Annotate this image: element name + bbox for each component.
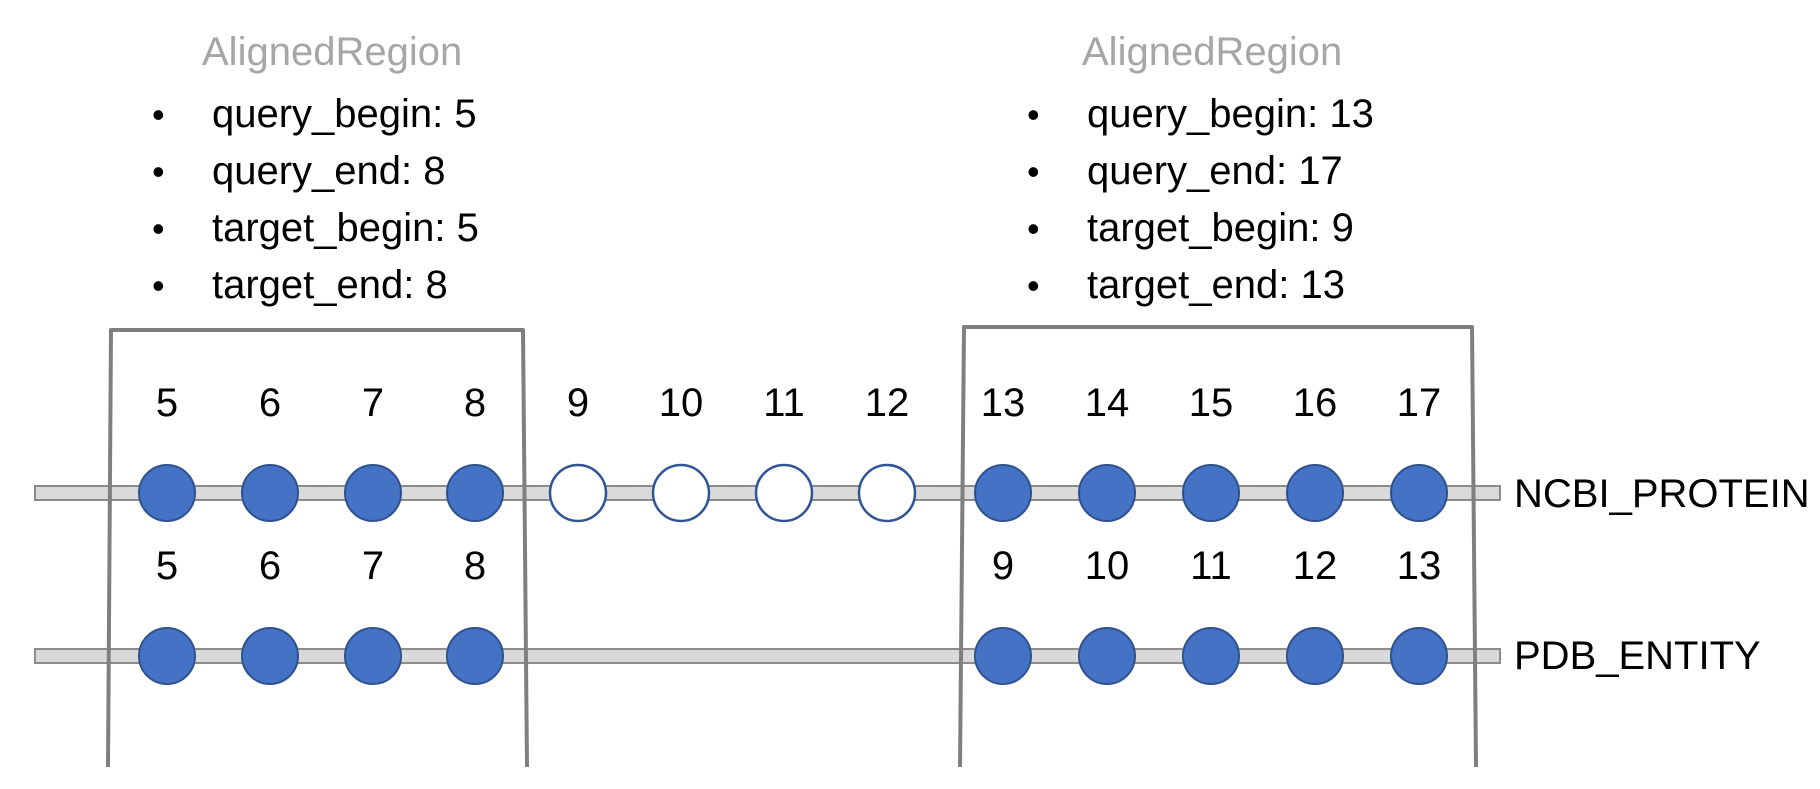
residue-ncbi-protein-8 (446, 464, 504, 522)
region-2-target-end: target_end: 13 (1027, 257, 1374, 314)
region-2-title: AlignedRegion (1082, 30, 1343, 74)
residue-pdb-entity-9 (974, 627, 1032, 685)
residue-number-ncbi-protein-17: 17 (1397, 381, 1442, 425)
residue-ncbi-protein-7 (344, 464, 402, 522)
residue-pdb-entity-13 (1390, 627, 1448, 685)
track-label-ncbi-protein: NCBI_PROTEIN (1514, 472, 1810, 516)
region-1-query-end: query_end: 8 (152, 143, 479, 200)
region-1-target-end: target_end: 8 (152, 257, 479, 314)
residue-number-pdb-entity-7: 7 (362, 544, 384, 588)
residue-number-pdb-entity-9: 9 (992, 544, 1014, 588)
residue-ncbi-protein-16 (1286, 464, 1344, 522)
residue-number-ncbi-protein-12: 12 (865, 381, 910, 425)
region-1-properties: query_begin: 5 query_end: 8 target_begin… (152, 86, 479, 314)
residue-number-pdb-entity-13: 13 (1397, 544, 1442, 588)
region-1-query-begin: query_begin: 5 (152, 86, 479, 143)
track-label-pdb-entity: PDB_ENTITY (1514, 634, 1761, 678)
residue-ncbi-protein-17 (1390, 464, 1448, 522)
region-1-target-begin: target_begin: 5 (152, 200, 479, 257)
aligned-region-2-bracket (958, 325, 1478, 768)
residue-number-ncbi-protein-5: 5 (156, 381, 178, 425)
residue-pdb-entity-12 (1286, 627, 1344, 685)
region-2-query-end: query_end: 17 (1027, 143, 1374, 200)
residue-number-pdb-entity-10: 10 (1085, 544, 1130, 588)
residue-ncbi-protein-11 (754, 463, 814, 523)
residue-ncbi-protein-14 (1078, 464, 1136, 522)
residue-number-pdb-entity-8: 8 (464, 544, 486, 588)
residue-ncbi-protein-15 (1182, 464, 1240, 522)
residue-number-ncbi-protein-15: 15 (1189, 381, 1234, 425)
residue-number-ncbi-protein-14: 14 (1085, 381, 1130, 425)
residue-number-ncbi-protein-9: 9 (567, 381, 589, 425)
residue-ncbi-protein-10 (651, 463, 711, 523)
residue-pdb-entity-7 (344, 627, 402, 685)
residue-number-ncbi-protein-13: 13 (981, 381, 1026, 425)
residue-number-ncbi-protein-16: 16 (1293, 381, 1338, 425)
residue-number-ncbi-protein-6: 6 (259, 381, 281, 425)
region-2-target-begin: target_begin: 9 (1027, 200, 1374, 257)
residue-pdb-entity-5 (138, 627, 196, 685)
residue-pdb-entity-6 (241, 627, 299, 685)
residue-pdb-entity-8 (446, 627, 504, 685)
residue-ncbi-protein-6 (241, 464, 299, 522)
residue-ncbi-protein-5 (138, 464, 196, 522)
residue-pdb-entity-10 (1078, 627, 1136, 685)
residue-ncbi-protein-9 (548, 463, 608, 523)
region-2-properties: query_begin: 13 query_end: 17 target_beg… (1027, 86, 1374, 314)
residue-ncbi-protein-12 (857, 463, 917, 523)
residue-number-pdb-entity-12: 12 (1293, 544, 1338, 588)
region-1-title: AlignedRegion (202, 30, 463, 74)
residue-number-pdb-entity-6: 6 (259, 544, 281, 588)
aligned-region-1-bracket (106, 328, 529, 768)
residue-pdb-entity-11 (1182, 627, 1240, 685)
residue-number-ncbi-protein-8: 8 (464, 381, 486, 425)
residue-number-ncbi-protein-11: 11 (763, 381, 805, 425)
residue-number-ncbi-protein-10: 10 (659, 381, 704, 425)
region-2-query-begin: query_begin: 13 (1027, 86, 1374, 143)
residue-number-ncbi-protein-7: 7 (362, 381, 384, 425)
residue-ncbi-protein-13 (974, 464, 1032, 522)
residue-number-pdb-entity-11: 11 (1190, 544, 1232, 588)
residue-number-pdb-entity-5: 5 (156, 544, 178, 588)
